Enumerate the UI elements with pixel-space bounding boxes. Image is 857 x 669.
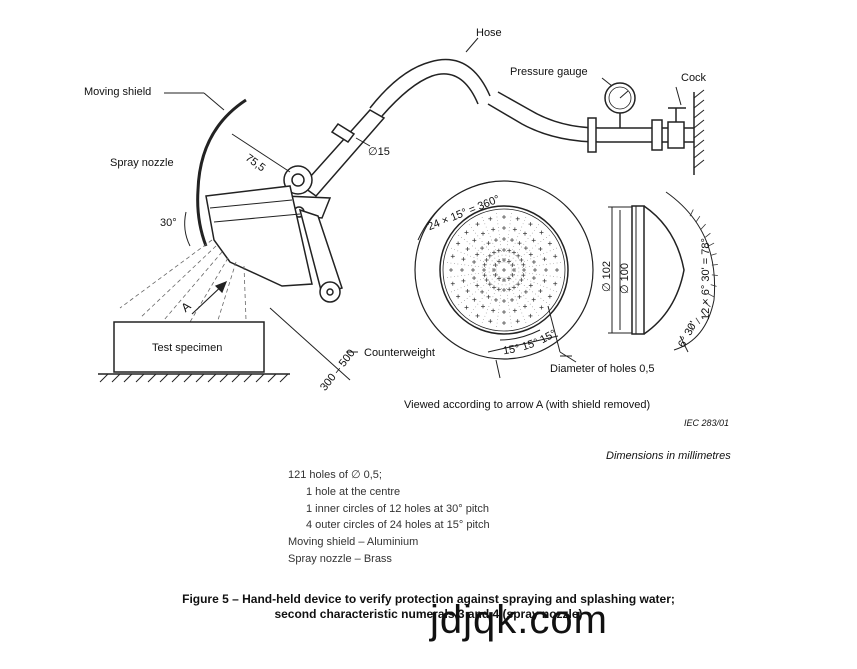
angle-30-arc (184, 211, 191, 247)
supply-pipe (487, 91, 694, 153)
nozzle-handle (300, 109, 386, 198)
pressure-gauge (601, 77, 636, 128)
spray-lines (119, 239, 247, 323)
label-cock: Cock (681, 72, 707, 84)
note-line: 1 hole at the centre (306, 485, 401, 498)
label-hose: Hose (476, 27, 502, 39)
label-diameter-holes: Diameter of holes 0,5 (550, 363, 655, 375)
note-line: Moving shield – Aluminium (288, 536, 419, 549)
arrow-a (191, 280, 228, 315)
notes-block: 121 holes of ∅ 0,5; 1 hole at the centre… (288, 467, 490, 568)
note-line: 121 holes of ∅ 0,5; (288, 469, 382, 481)
note-line: Spray nozzle – Brass (288, 552, 392, 565)
counterweight-arm (298, 208, 343, 303)
label-angle-30: 30° (160, 217, 177, 229)
label-iec-ref: IEC 283/01 (684, 418, 730, 428)
note-line: 1 inner circles of 12 holes at 30° pitch (306, 502, 489, 515)
test-specimen-block (98, 321, 290, 375)
nozzle-side-view (608, 191, 716, 351)
label-spray-nozzle: Spray nozzle (110, 157, 174, 169)
ground-hatching (99, 373, 289, 383)
label-pressure-gauge: Pressure gauge (510, 66, 588, 78)
note-line: 4 outer circles of 24 holes at 15° pitch (306, 519, 490, 532)
label-dimensions: Dimensions in millimetres (606, 450, 731, 462)
label-moving-shield: Moving shield (84, 86, 152, 98)
dim-75-5-line (231, 133, 291, 173)
moving-shield (196, 98, 247, 247)
label-counterweight: Counterweight (364, 347, 435, 359)
spray-head (205, 185, 313, 287)
figure-caption: Figure 5 – Hand-held device to verify pr… (0, 592, 857, 622)
nozzle-face-view (414, 180, 594, 379)
hose (369, 37, 491, 117)
wall (693, 89, 705, 175)
label-test-specimen: Test specimen (152, 342, 223, 354)
caption-line-1: Figure 5 – Hand-held device to verify pr… (182, 592, 675, 606)
side-hole-ticks (689, 209, 718, 331)
watermark: jdjqk.com (430, 598, 608, 642)
label-viewed: Viewed according to arrow A (with shield… (404, 399, 651, 411)
label-d100: ∅ 100 (619, 263, 631, 294)
label-dim-d15: ∅15 (368, 146, 390, 158)
spray-holes (447, 213, 561, 327)
label-d102: ∅ 102 (601, 261, 613, 292)
dim-300-500-line (269, 307, 351, 381)
cock (667, 86, 686, 149)
caption-line-2: second characteristic numerals 3 and 4 (… (274, 607, 583, 621)
label-pitch-12x6: 12 × 6° 30' = 78° (700, 238, 712, 320)
